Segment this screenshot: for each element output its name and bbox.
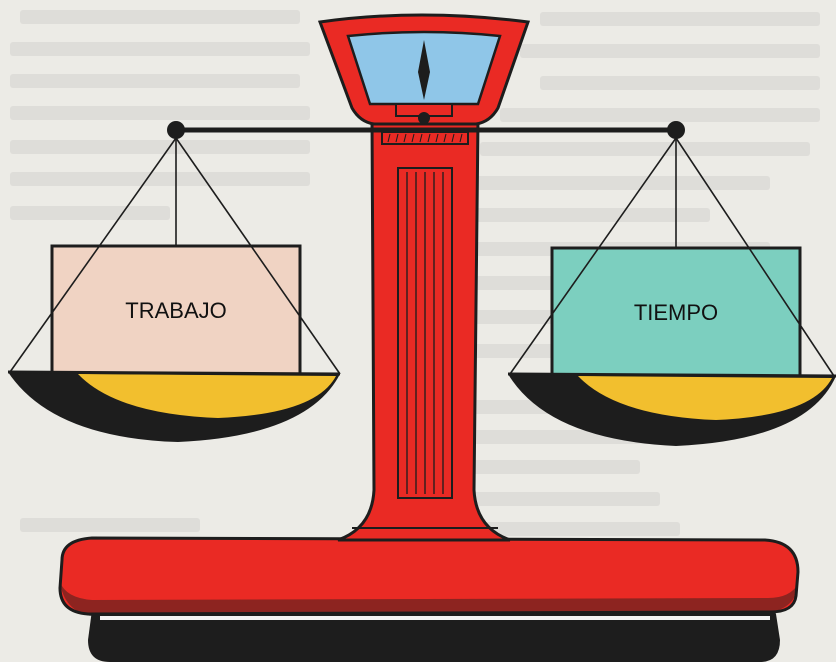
base-top	[58, 536, 800, 616]
right-strings	[509, 137, 835, 377]
base-dark-lower	[60, 582, 798, 616]
scale-head	[317, 13, 531, 126]
scale-pillar	[337, 118, 511, 542]
beam-end-right	[667, 121, 685, 139]
band-hatching	[387, 133, 463, 143]
right-box-label: TIEMPO	[634, 300, 718, 325]
pillar-band-1	[381, 131, 469, 145]
left-pan-rim	[7, 370, 341, 376]
left-box	[50, 244, 302, 376]
pillar-grooves	[406, 172, 444, 494]
beam-end-left	[167, 121, 185, 139]
right-pan-assembly: TIEMPO	[507, 137, 836, 446]
right-pan-yellow	[578, 376, 832, 420]
needle-icon	[418, 40, 430, 100]
left-box-label: TRABAJO	[125, 298, 226, 323]
left-pan-yellow	[78, 374, 336, 418]
left-pan-assembly: TRABAJO	[7, 137, 341, 442]
left-strings	[9, 137, 341, 375]
scale-beam	[167, 121, 685, 139]
pivot	[418, 112, 430, 124]
pillar-body	[337, 118, 511, 542]
right-pan-rim	[507, 372, 836, 378]
pillar-panel	[397, 167, 453, 499]
scale-base	[58, 536, 800, 662]
